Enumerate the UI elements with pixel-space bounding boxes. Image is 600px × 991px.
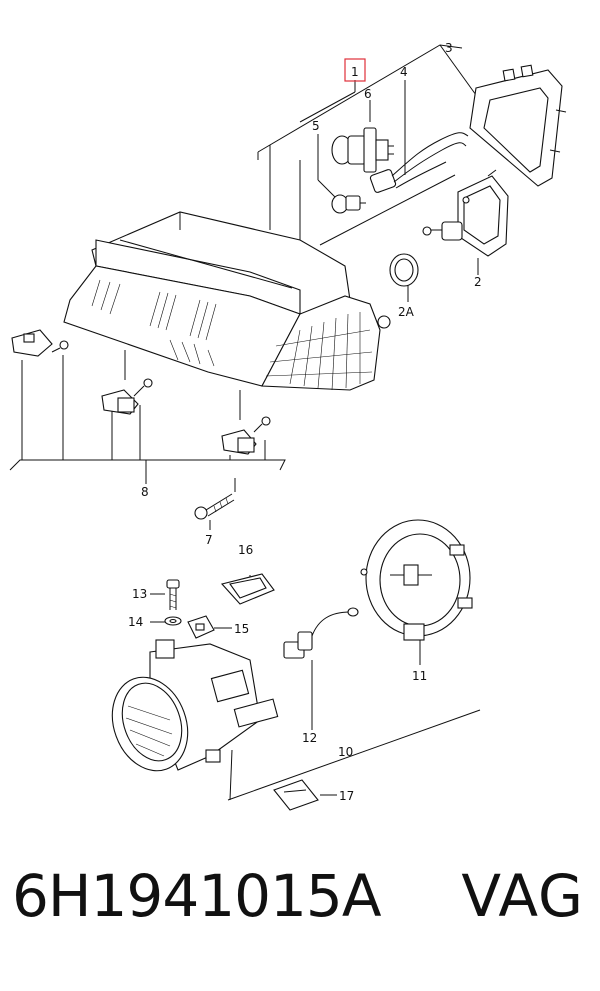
callout-6: 6 [364,87,372,101]
fog-bulb-part-12 [283,607,359,659]
gasket-frame-part-3 [469,64,567,187]
connector-part-4 [369,132,469,193]
footer: 6H1941015A VAG [0,862,600,972]
bulb-part-6 [331,127,394,173]
fog-lamp-bracket-part-11 [360,519,473,641]
callout-5: 5 [312,119,320,133]
callout-15: 15 [234,622,249,636]
callout-7: 7 [205,533,213,547]
callout-1-highlight [344,58,366,82]
headlamp-housing [63,211,391,391]
part-number: 6H1941015A [12,862,382,930]
retaining-ring-part-2a [389,253,419,287]
bulb-part-5 [331,194,366,214]
leader-lines [9,44,481,801]
callout-16: 16 [238,543,253,557]
callout-17: 17 [339,789,354,803]
fog-lamp-body-part-10 [111,639,279,772]
callout-2a: 2A [398,305,415,319]
callout-4: 4 [400,65,408,79]
callout-8: 8 [141,485,149,499]
clip-part-16 [220,573,275,605]
bulb-holder-part-2 [422,169,509,257]
brand-name: VAG [461,862,584,930]
callout-3: 3 [445,41,453,55]
callout-labels: 1 2 2A 3 4 5 6 7 8 10 11 12 13 14 15 16 … [128,41,482,803]
callout-14: 14 [128,615,143,629]
washer-part-14 [164,616,182,626]
screw-part-7 [194,493,235,520]
exploded-parts-diagram: 1 2 2A 3 4 5 6 7 8 10 11 12 13 14 15 16 … [9,41,567,811]
callout-12: 12 [302,731,317,745]
clip-part-17 [273,779,319,811]
clip-part-15 [187,615,215,639]
screw-part-13 [166,579,180,610]
clips-part-8 [11,329,271,455]
callout-13: 13 [132,587,147,601]
callout-10: 10 [338,745,353,759]
callout-2: 2 [474,275,482,289]
callout-1: 1 [351,65,359,79]
callout-11: 11 [412,669,427,683]
